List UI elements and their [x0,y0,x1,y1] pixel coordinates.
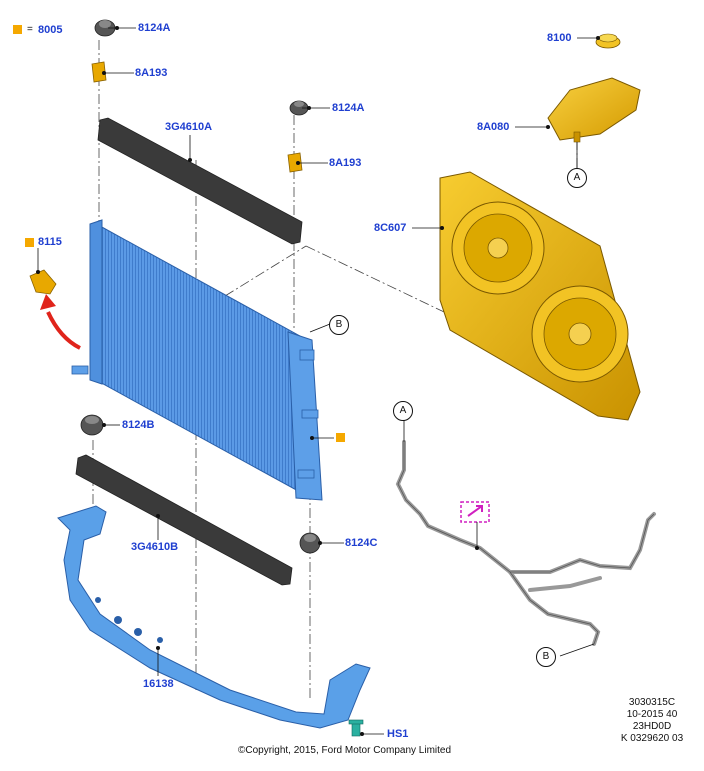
label-8100: 8100 [547,32,572,44]
fan-shroud-8c607 [439,171,641,421]
callout-a-hose: A [393,401,413,421]
seal-3g4610b [75,454,293,586]
label-16138: 16138 [143,678,174,690]
support-bracket-16138 [57,505,371,729]
red-arrow-head-icon [40,294,56,310]
label-3g4610b: 3G4610B [131,541,179,553]
copyright-text: ©Copyright, 2015, Ford Motor Company Lim… [238,745,452,756]
hose-reference-icon [460,501,490,523]
reference-line-2: 10-2015 40 [626,709,678,720]
legend-equals: = [27,24,33,35]
square-8115-icon [25,238,34,247]
label-8124b: 8124B [122,419,155,431]
label-8124a-top: 8124A [138,22,171,34]
seal-3g4610a [97,117,303,245]
insulator-8124c [299,532,321,554]
square-radiator-icon [336,433,345,442]
label-8a193-top: 8A193 [135,67,168,79]
insulator-8124b [80,414,104,436]
label-8124a-mid: 8124A [332,102,365,114]
callout-b-hose: B [536,647,556,667]
label-8115: 8115 [38,236,62,248]
bracket-8a193-mid [287,152,303,173]
reference-line-4: K 0329620 03 [620,733,684,744]
insulator-8124a-mid [289,100,309,116]
reference-line-1: 3030315C [628,697,676,708]
label-hs1: HS1 [387,728,409,740]
reference-block: 3030315C 10-2015 40 23HD0D K 0329620 03 [612,697,692,745]
label-3g4610a: 3G4610A [165,121,213,133]
label-8a193-mid: 8A193 [329,157,362,169]
label-8a080: 8A080 [477,121,510,133]
cap-8100 [595,33,621,49]
callout-a-tank: A [567,168,587,188]
expansion-tank-8a080 [547,77,641,143]
radiator [71,219,323,501]
legend-square-icon [13,25,22,34]
drain-plug-8115 [29,269,57,295]
bolt-hs1 [348,719,364,737]
bracket-8a193-top [91,61,107,83]
label-8c607: 8C607 [374,222,407,234]
leader-lines [37,27,600,735]
hose-assembly [395,440,656,646]
red-arrow-icon [46,311,81,350]
reference-line-3: 23HD0D [632,721,672,732]
label-8124c: 8124C [345,537,378,549]
callout-b-radiator: B [329,315,349,335]
legend-code: 8005 [38,24,63,36]
leader-dots [36,26,600,736]
